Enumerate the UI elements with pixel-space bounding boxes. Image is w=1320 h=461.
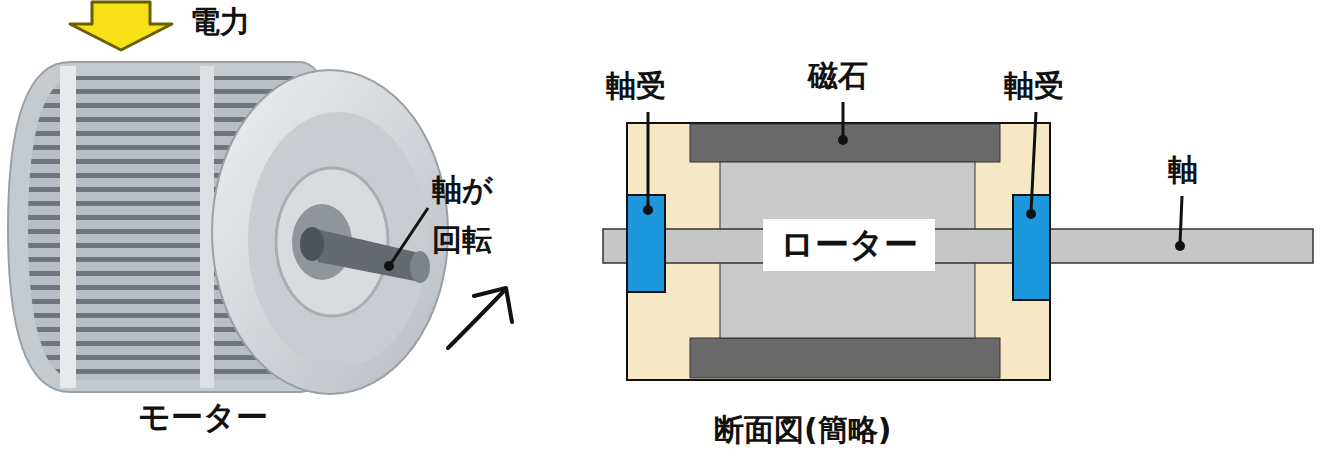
motor-caption: モーター (138, 398, 268, 436)
leader-dot (384, 261, 394, 271)
leader-line (392, 208, 428, 262)
rotation-arrowhead (474, 288, 512, 322)
power-arrow (70, 2, 172, 50)
rotor-label-box: ローター (763, 219, 935, 271)
rotation-label: 軸が 回転 (432, 165, 500, 264)
part-name: 軸受 (1004, 68, 1064, 104)
power-label: 電力 (190, 4, 250, 40)
rotation-arrow (448, 292, 503, 348)
motor-illustration (8, 62, 448, 394)
cross-section (603, 123, 1313, 380)
part-name: 軸受 (606, 68, 666, 104)
part-name: 磁石 (808, 58, 868, 94)
part-name: 軸 (1168, 152, 1198, 188)
section-caption: 断面図(簡略) (714, 412, 891, 448)
node-text: ローター (780, 222, 918, 268)
